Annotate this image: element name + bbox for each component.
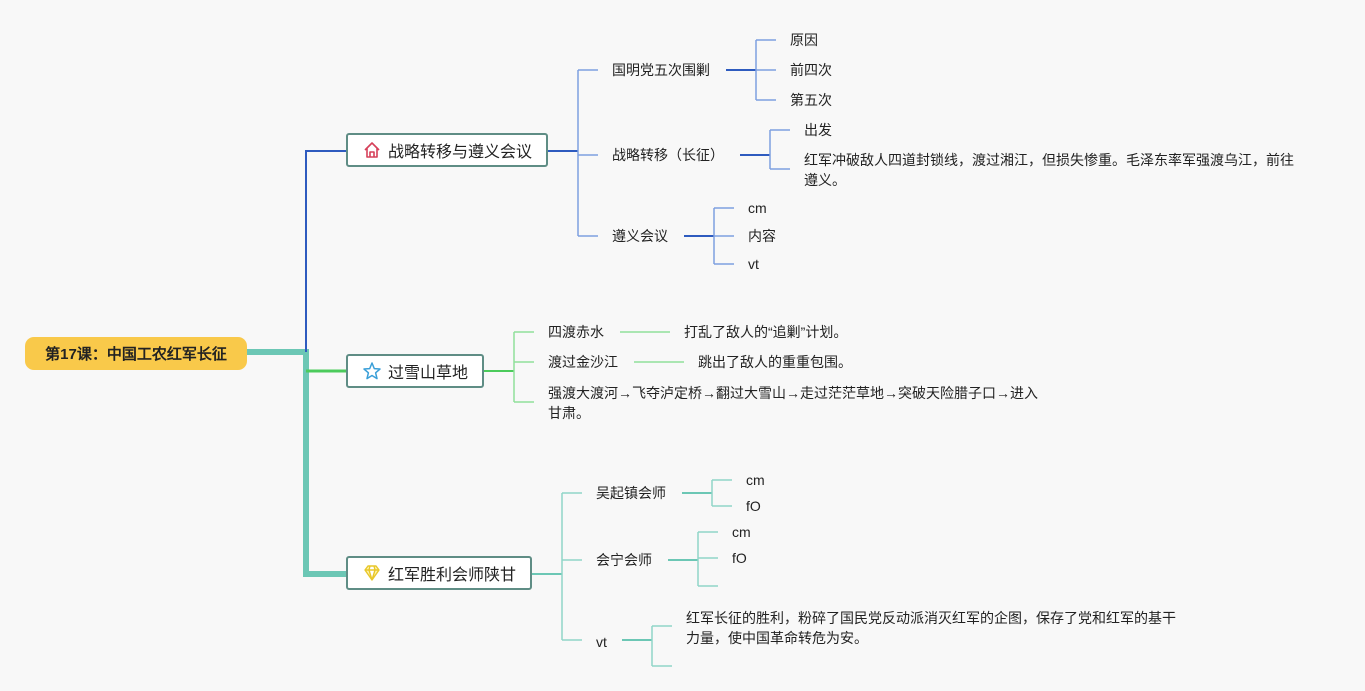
topic-snow-mountains[interactable]: 过雪山草地 [346, 354, 484, 388]
subtopic-huining-reunion[interactable]: 会宁会师 [596, 552, 652, 568]
leaf-node[interactable]: vt [748, 256, 759, 272]
topic-label: 过雪山草地 [387, 365, 468, 382]
topic-victory-reunion[interactable]: 红军胜利会师陕甘 [346, 556, 532, 590]
leaf-node[interactable]: fO [732, 550, 747, 566]
leaf-node[interactable]: cm [746, 472, 765, 488]
subtopic-significance[interactable]: vt [596, 634, 607, 650]
house-icon [362, 140, 382, 160]
topic-strategic-transfer[interactable]: 战略转移与遵义会议 [346, 133, 548, 167]
topic-label: 战略转移与遵义会议 [387, 144, 532, 161]
connector-t2-children [513, 331, 534, 403]
connector-t3c1-leaves [711, 479, 732, 507]
leaf-node[interactable]: 红军冲破敌人四道封锁线，渡过湘江，但损失惨重。毛泽东率军强渡乌江，前往遵义。 [804, 152, 1294, 188]
leaf-node[interactable]: 内容 [748, 228, 776, 244]
subtopic-route[interactable]: 强渡大渡河→飞夺泸定桥→翻过大雪山→走过茫茫草地→突破天险腊子口→进入甘肃。 [548, 385, 1038, 421]
star-icon [362, 361, 382, 381]
connector-t1-children [577, 69, 598, 237]
subtopic-zunyi-meeting[interactable]: 遵义会议 [612, 228, 668, 244]
connector-root-t1 [305, 150, 346, 352]
leaf-node[interactable]: cm [748, 200, 767, 216]
leaf-node[interactable]: 出发 [804, 122, 832, 138]
root-topic[interactable]: 第17课：中国工农红军长征 [25, 337, 247, 370]
connector-t1c3-leaves [713, 207, 734, 265]
connector-root-t3 [247, 349, 346, 577]
subtopic-five-encirclements[interactable]: 国明党五次围剿 [612, 62, 710, 78]
connector-t1c2-leaves [769, 129, 790, 170]
subtopic-wuqi-reunion[interactable]: 吴起镇会师 [596, 485, 666, 501]
connector-t3c3-leaves [651, 625, 672, 667]
connector-t1c1-leaves [755, 39, 776, 101]
subtopic-jinsha-river[interactable]: 渡过金沙江 [548, 354, 618, 370]
leaf-node[interactable]: 第五次 [790, 92, 832, 108]
leaf-node[interactable]: cm [732, 524, 751, 540]
connector-t3-children [561, 492, 582, 641]
leaf-node[interactable]: 红军长征的胜利，粉碎了国民党反动派消灭红军的企图，保存了党和红军的基干力量，使中… [686, 610, 1176, 646]
note-node[interactable]: 跳出了敌人的重重包围。 [698, 354, 852, 370]
leaf-node[interactable]: fO [746, 498, 761, 514]
root-topic-label: 第17课：中国工农红军长征 [45, 346, 227, 363]
subtopic-long-march[interactable]: 战略转移（长征） [612, 147, 724, 163]
connector-t3c2-leaves [697, 531, 718, 587]
diamond-icon [362, 563, 382, 583]
note-node[interactable]: 打乱了敌人的“追剿”计划。 [684, 324, 848, 340]
leaf-node[interactable]: 前四次 [790, 62, 832, 78]
subtopic-chishui[interactable]: 四渡赤水 [548, 324, 604, 340]
topic-label: 红军胜利会师陕甘 [387, 567, 516, 584]
leaf-node[interactable]: 原因 [790, 32, 818, 48]
